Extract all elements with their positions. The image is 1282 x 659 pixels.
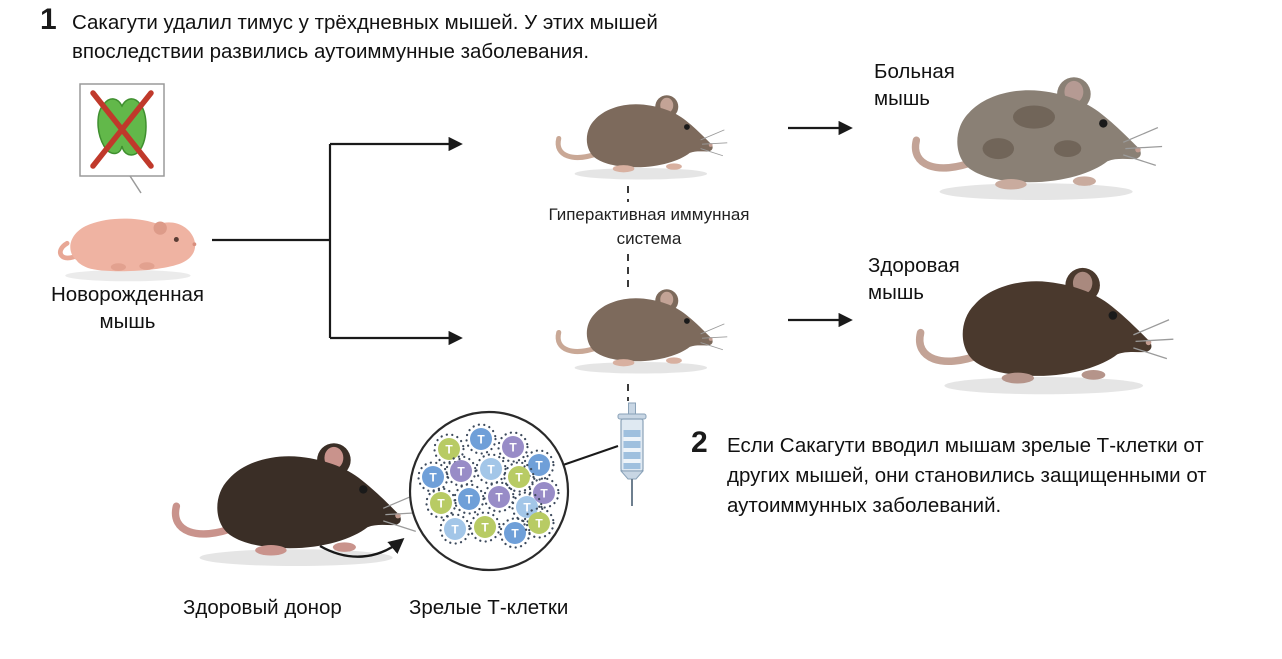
tcells-label: Зрелые Т-клетки xyxy=(409,596,569,619)
tcells-circle-icon xyxy=(408,410,570,572)
line-tcells-to-syringe xyxy=(562,445,619,466)
step2-text-line3: аутоиммунных заболеваний. xyxy=(727,494,1002,517)
step1-text: Сакагути удалил тимус у трёхдневных мыше… xyxy=(72,8,802,66)
thymectomized-mouse-top-icon xyxy=(558,95,727,179)
newborn-mouse-icon xyxy=(60,219,196,282)
syringe-icon xyxy=(617,402,647,506)
donor-mouse-label: Здоровый донор xyxy=(183,596,342,619)
step2-text: Если Сакагути вводил мышам зрелые Т-клет… xyxy=(727,431,1227,521)
step1-text-line2: впоследствии развились аутоиммунные забо… xyxy=(72,40,590,63)
newborn-mouse-label: Новорожденная мышь xyxy=(50,283,205,333)
hyperactive-immune-label: Гиперактивная иммунная система xyxy=(548,205,750,248)
step2-text-line1: Если Сакагути вводил мышам зрелые Т-клет… xyxy=(727,434,1204,457)
sick-mouse-label: Больная мышь xyxy=(874,60,955,110)
red-cross-icon xyxy=(90,90,154,169)
step2-number: 2 xyxy=(691,426,708,459)
step2-text-line2: других мышей, они становились защищенным… xyxy=(727,464,1207,487)
step1-text-line1: Сакагути удалил тимус у трёхдневных мыше… xyxy=(72,11,658,34)
donor-mouse-icon xyxy=(175,443,422,566)
step1-number: 1 xyxy=(40,3,57,36)
thymectomized-mouse-bottom-icon xyxy=(558,289,727,373)
healthy-mouse-label: Здоровая мышь xyxy=(868,254,960,304)
thymus-removed-icon xyxy=(79,83,165,194)
